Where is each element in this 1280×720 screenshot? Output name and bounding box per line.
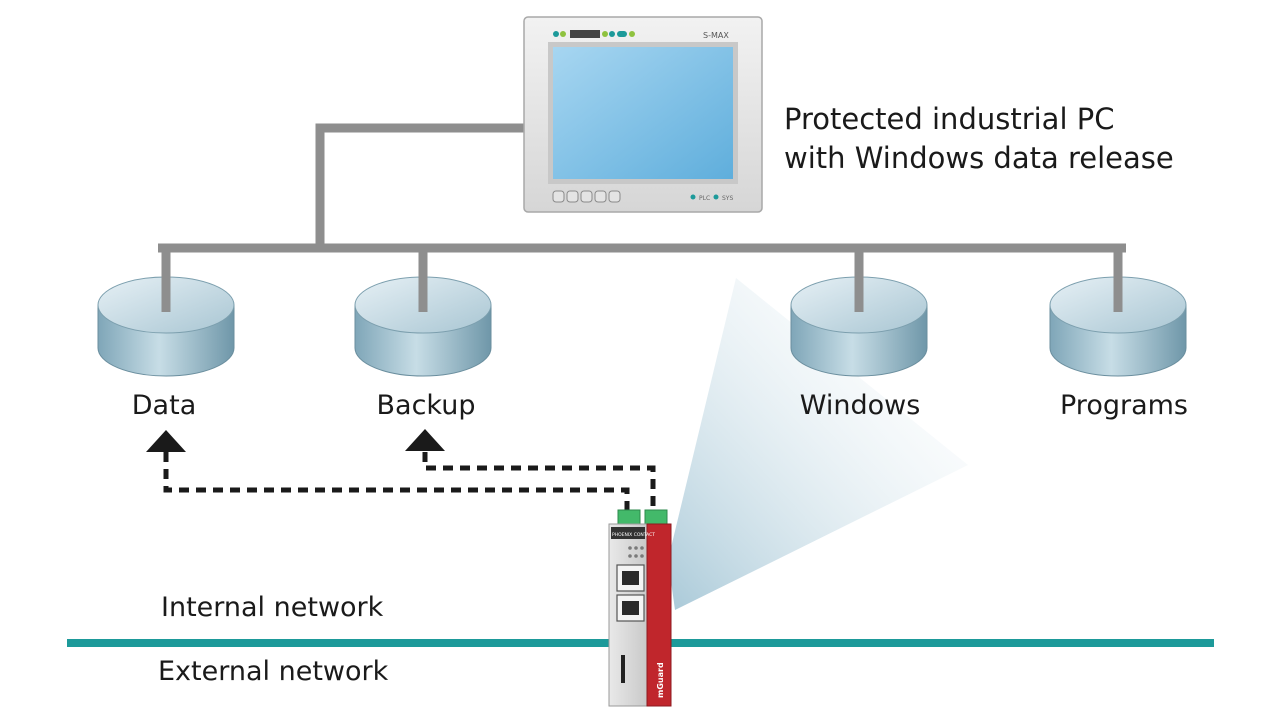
drive-label-windows: Windows (799, 390, 921, 421)
cable-drops (161, 248, 1123, 312)
device-card-slot (621, 655, 625, 683)
drive-label-programs: Programs (1060, 390, 1188, 421)
drive-label-backup: Backup (376, 390, 476, 421)
security-beam (668, 278, 968, 610)
pc-caption-line1: Protected industrial PC (784, 102, 1115, 136)
mguard-device: PHOENIX CONTACT mGuard (608, 509, 672, 707)
internal-network-label: Internal network (161, 592, 384, 623)
pc-led-sys: SYS (722, 195, 733, 202)
pc-screen (553, 47, 733, 179)
pc-front-buttons (552, 190, 621, 203)
pc-model-label: S-MAX (703, 31, 729, 40)
device-product-label: mGuard (656, 662, 665, 698)
release-paths (163, 452, 656, 515)
industrial-pc: S-MAX PLC SYS (523, 16, 763, 213)
device-brand: PHOENIX CONTACT (612, 532, 655, 538)
pc-caption-line2: with Windows data release (784, 141, 1174, 175)
pc-caption: Protected industrial PC with Windows dat… (784, 100, 1174, 178)
pc-led-plc: PLC (699, 195, 710, 202)
arrow-to-backup (405, 429, 445, 451)
drive-label-data: Data (131, 390, 197, 421)
external-network-label: External network (158, 656, 389, 687)
arrow-to-data (146, 430, 186, 452)
